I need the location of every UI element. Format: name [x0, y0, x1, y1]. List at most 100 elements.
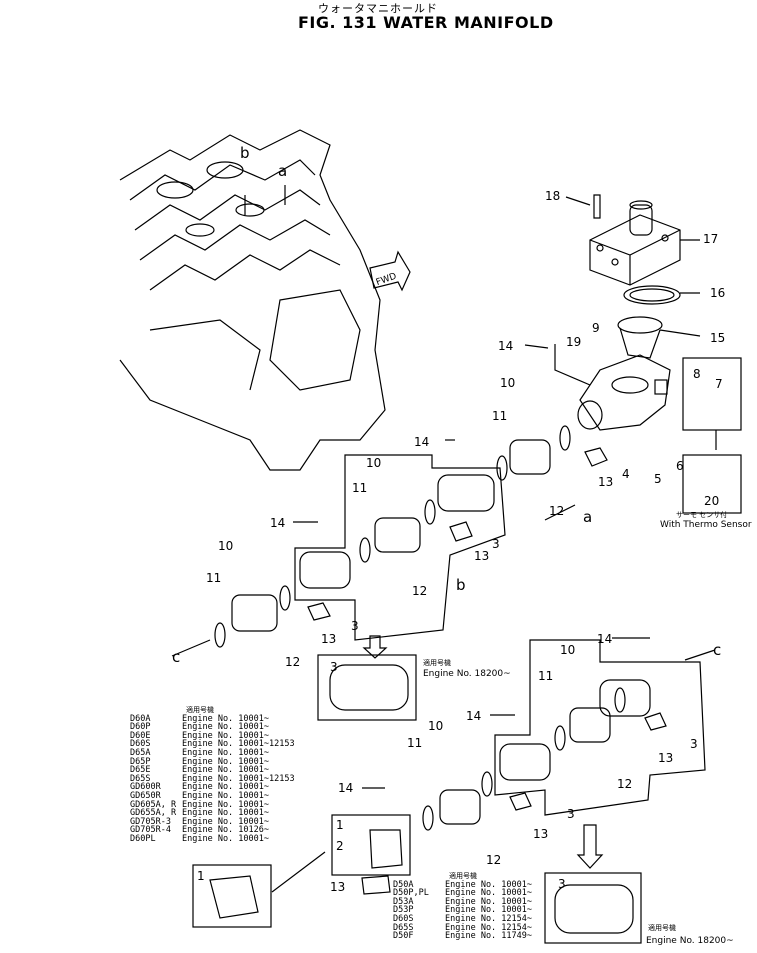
callout-11-a: 11 [492, 409, 507, 423]
callout-12-d: 12 [617, 777, 632, 791]
engine-range-cell: Engine No. 12154~ [445, 913, 532, 924]
thermo-japanese: サーモ センサ付 [676, 510, 727, 519]
table-row: D60PL Engine No. 10001~ [130, 835, 295, 844]
fwd-label: FWD [375, 272, 398, 289]
engine-range-cell: Engine No. 10001~ [182, 833, 269, 844]
engine-range-cell: Engine No. 10126~ [182, 825, 269, 836]
engine-range-cell: Engine No. 10001~ [445, 896, 532, 907]
callout-8: 8 [693, 367, 701, 381]
callout-11-e: 11 [407, 736, 422, 750]
callout-letter-a: a [583, 508, 592, 526]
callout-11-d: 11 [538, 669, 553, 683]
applicable-engine-table-left: 適用号機 D60A Engine No. 10001~ D60P Engine No.… [130, 706, 295, 844]
table-row: D50P,PL Engine No. 10001~ [393, 889, 532, 898]
engine-note-lower: Engine No. 18200~ [646, 936, 734, 946]
water-outlet-cover [589, 200, 681, 286]
table-left-header: 適用号機 [186, 706, 214, 714]
callout-12-b: 12 [412, 584, 427, 598]
model-cell: D60A [130, 713, 151, 724]
callout-13-d: 13 [658, 751, 673, 765]
thermo-caption: With Thermo Sensor [660, 520, 752, 530]
callout-14-f: 14 [338, 781, 353, 795]
engine-range-cell: Engine No. 11749~ [445, 931, 532, 942]
callout-16: 16 [710, 286, 725, 300]
engine-note-upper: Engine No. 18200~ [423, 669, 511, 679]
table-row: D60A Engine No. 10001~ [130, 713, 295, 724]
applicable-jp-upper: 適用号機 [423, 658, 451, 667]
table-row: D60E Engine No. 10001~ [130, 730, 295, 741]
callout-3-d: 3 [690, 737, 698, 751]
callout-14-d: 14 [597, 632, 612, 646]
model-cell: D60P [130, 722, 151, 733]
model-cell: D60S [393, 913, 414, 924]
callout-12-e: 12 [486, 853, 501, 867]
callout-5: 5 [654, 472, 662, 486]
model-cell: GD705R-3 [130, 816, 171, 827]
model-cell: D50P,PL [393, 888, 429, 899]
callout-1-b: 1 [197, 869, 205, 883]
callout-2: 2 [336, 839, 344, 853]
model-cell: D65A [130, 747, 151, 758]
engine-range-cell: Engine No. 10001~ [182, 799, 269, 810]
callout-13-e: 13 [533, 827, 548, 841]
callout-11-c: 11 [206, 571, 221, 585]
callout-13-c: 13 [321, 632, 336, 646]
callout-3-e: 3 [567, 807, 575, 821]
model-cell: D50A [393, 879, 414, 890]
engine-range-cell: Engine No. 10001~ [445, 888, 532, 899]
model-cell: D65S [130, 773, 151, 784]
callout-14-top: 14 [498, 339, 513, 353]
callout-12-a: 12 [549, 504, 564, 518]
callout-3-a: 3 [492, 537, 500, 551]
model-cell: GD650R [130, 790, 161, 801]
model-cell: D65S [393, 922, 414, 933]
callout-15: 15 [710, 331, 725, 345]
engine-range-cell: Engine No. 10001~ [182, 747, 269, 758]
engine-range-cell: Engine No. 10001~12153 [182, 739, 295, 750]
thermostat-housing [577, 354, 671, 431]
callout-14-c: 14 [270, 516, 285, 530]
japanese-title: ウォータマニホールド [318, 2, 438, 15]
callout-4: 4 [622, 467, 630, 481]
model-cell: D60PL [130, 833, 156, 844]
callout-17: 17 [703, 232, 718, 246]
model-cell: D53A [393, 896, 414, 907]
callout-10-e: 10 [428, 719, 443, 733]
table-row: D65P Engine No. 10001~ [130, 756, 295, 767]
model-cell: D65P [130, 756, 151, 767]
callout-3-inset-upper: 3 [330, 660, 338, 674]
callout-11-b: 11 [352, 481, 367, 495]
engine-range-cell: Engine No. 10001~ [182, 730, 269, 741]
callout-14-b: 14 [414, 435, 429, 449]
callout-10-a: 10 [500, 376, 515, 390]
callout-19: 19 [566, 335, 581, 349]
callout-10-c: 10 [218, 539, 233, 553]
callout-letter-c-right: c [713, 641, 721, 659]
callout-1-a: 1 [336, 818, 344, 832]
callout-10-b: 10 [366, 456, 381, 470]
model-cell: D53P [393, 905, 414, 916]
figure-title: FIG. 131 WATER MANIFOLD [298, 13, 554, 32]
model-cell: D60E [130, 730, 151, 741]
callout-14-e: 14 [466, 709, 481, 723]
callout-9: 9 [592, 321, 600, 335]
table-left-rows: D60A Engine No. 10001~ D60P Engine No. 1000… [130, 713, 295, 844]
engine-range-cell: Engine No. 10001~ [182, 713, 269, 724]
engine-range-cell: Engine No. 10001~ [182, 756, 269, 767]
engine-range-cell: Engine No. 12154~ [445, 922, 532, 933]
callout-3-b: 3 [351, 619, 359, 633]
model-cell: GD600R [130, 782, 161, 793]
engine-block [119, 129, 386, 471]
model-cell: D65E [130, 765, 151, 776]
callout-10-d: 10 [560, 643, 575, 657]
table-row: D53A Engine No. 10001~ [393, 896, 532, 907]
engine-range-cell: Engine No. 10001~ [182, 765, 269, 776]
